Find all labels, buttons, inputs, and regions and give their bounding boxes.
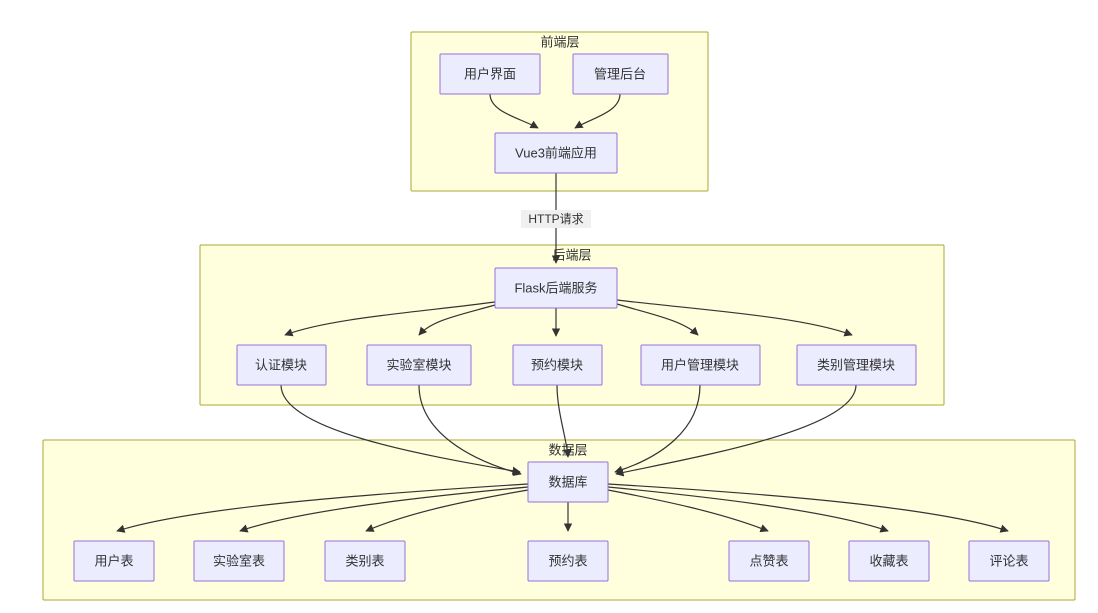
edge-ui-to-vue: [489, 93, 539, 129]
edge-db-to-like-table: [607, 489, 769, 533]
node-booking-table-label: 预约表: [548, 553, 587, 568]
node-lab-table-rect[interactable]: [193, 540, 285, 582]
node-lab-table[interactable]: 实验室表: [193, 540, 285, 582]
edge-auth-to-db: [280, 384, 521, 475]
node-like-table[interactable]: 点赞表: [728, 540, 810, 582]
node-booking-module[interactable]: 预约模块: [512, 344, 603, 386]
node-catmgmt-module-label: 类别管理模块: [817, 357, 895, 372]
edge-flask-to-auth: [284, 301, 496, 337]
edge-label-http-bg: [521, 210, 591, 228]
edge-db-to-cat-table: [365, 489, 529, 532]
node-database[interactable]: 数据库: [527, 461, 609, 503]
edge-db-to-fav-table: [607, 486, 889, 533]
node-user-table-label: 用户表: [94, 553, 133, 568]
node-admin-rect[interactable]: [572, 53, 669, 95]
edges-backend-modules: [284, 299, 853, 337]
node-ui[interactable]: 用户界面: [439, 53, 541, 95]
node-comment-table-rect[interactable]: [968, 540, 1050, 582]
edge-lab-to-db: [418, 384, 522, 477]
node-flask-rect[interactable]: [494, 267, 618, 309]
edge-db-to-lab-table: [239, 486, 529, 533]
node-favorite-table-label: 收藏表: [869, 553, 908, 568]
node-category-table-rect[interactable]: [324, 540, 406, 582]
node-vue[interactable]: Vue3前端应用: [494, 132, 618, 174]
edges-frontend: [489, 93, 621, 129]
node-ui-rect[interactable]: [439, 53, 541, 95]
cluster-frontend-label: 前端层: [540, 34, 579, 49]
node-flask-label: Flask后端服务: [514, 280, 597, 295]
cluster-backend-label: 后端层: [552, 247, 591, 262]
node-comment-table-label: 评论表: [989, 553, 1028, 568]
node-vue-label: Vue3前端应用: [515, 145, 597, 160]
edge-flask-to-catmgmt: [616, 299, 853, 337]
node-category-table[interactable]: 类别表: [324, 540, 406, 582]
node-admin[interactable]: 管理后台: [572, 53, 669, 95]
node-like-table-label: 点赞表: [749, 553, 788, 568]
edge-db-to-comment-table: [607, 483, 1009, 533]
cluster-data-rect: [42, 439, 1076, 601]
node-comment-table[interactable]: 评论表: [968, 540, 1050, 582]
edge-usermgmt-to-db: [614, 384, 701, 474]
node-booking-table[interactable]: 预约表: [527, 540, 609, 582]
node-lab-table-label: 实验室表: [213, 553, 265, 568]
edges-modules-to-db: [280, 384, 857, 477]
node-vue-rect[interactable]: [494, 132, 618, 174]
node-user-table-rect[interactable]: [73, 540, 155, 582]
node-auth-module-label: 认证模块: [255, 357, 307, 372]
edge-flask-to-lab: [418, 304, 496, 336]
edge-db-to-user-table: [116, 483, 529, 533]
node-usermgmt-module-label: 用户管理模块: [661, 357, 739, 372]
node-usermgmt-module-rect[interactable]: [640, 344, 761, 386]
node-user-table[interactable]: 用户表: [73, 540, 155, 582]
node-booking-table-rect[interactable]: [527, 540, 609, 582]
node-usermgmt-module[interactable]: 用户管理模块: [640, 344, 761, 386]
node-auth-module[interactable]: 认证模块: [236, 344, 327, 386]
edge-flask-to-usermgmt: [616, 303, 699, 336]
edge-booking-to-db: [556, 384, 572, 458]
node-flask[interactable]: Flask后端服务: [494, 267, 618, 309]
edge-admin-to-vue: [574, 93, 621, 129]
edge-label-http: HTTP请求: [528, 212, 583, 226]
node-admin-label: 管理后台: [594, 66, 646, 81]
node-ui-label: 用户界面: [464, 66, 516, 81]
node-booking-module-label: 预约模块: [531, 357, 583, 372]
edge-vue-to-flask: HTTP请求: [521, 173, 591, 264]
node-database-label: 数据库: [548, 474, 587, 489]
edges-db-to-tables: [116, 483, 1009, 533]
node-favorite-table-rect[interactable]: [848, 540, 930, 582]
node-auth-module-rect[interactable]: [236, 344, 327, 386]
node-favorite-table[interactable]: 收藏表: [848, 540, 930, 582]
node-lab-module[interactable]: 实验室模块: [366, 344, 472, 386]
node-database-rect[interactable]: [527, 461, 609, 503]
edge-catmgmt-to-db: [615, 384, 857, 477]
node-catmgmt-module[interactable]: 类别管理模块: [796, 344, 917, 386]
node-booking-module-rect[interactable]: [512, 344, 603, 386]
node-like-table-rect[interactable]: [728, 540, 810, 582]
node-category-table-label: 类别表: [345, 553, 384, 568]
node-lab-module-label: 实验室模块: [386, 357, 451, 372]
node-catmgmt-module-rect[interactable]: [796, 344, 917, 386]
node-lab-module-rect[interactable]: [366, 344, 472, 386]
